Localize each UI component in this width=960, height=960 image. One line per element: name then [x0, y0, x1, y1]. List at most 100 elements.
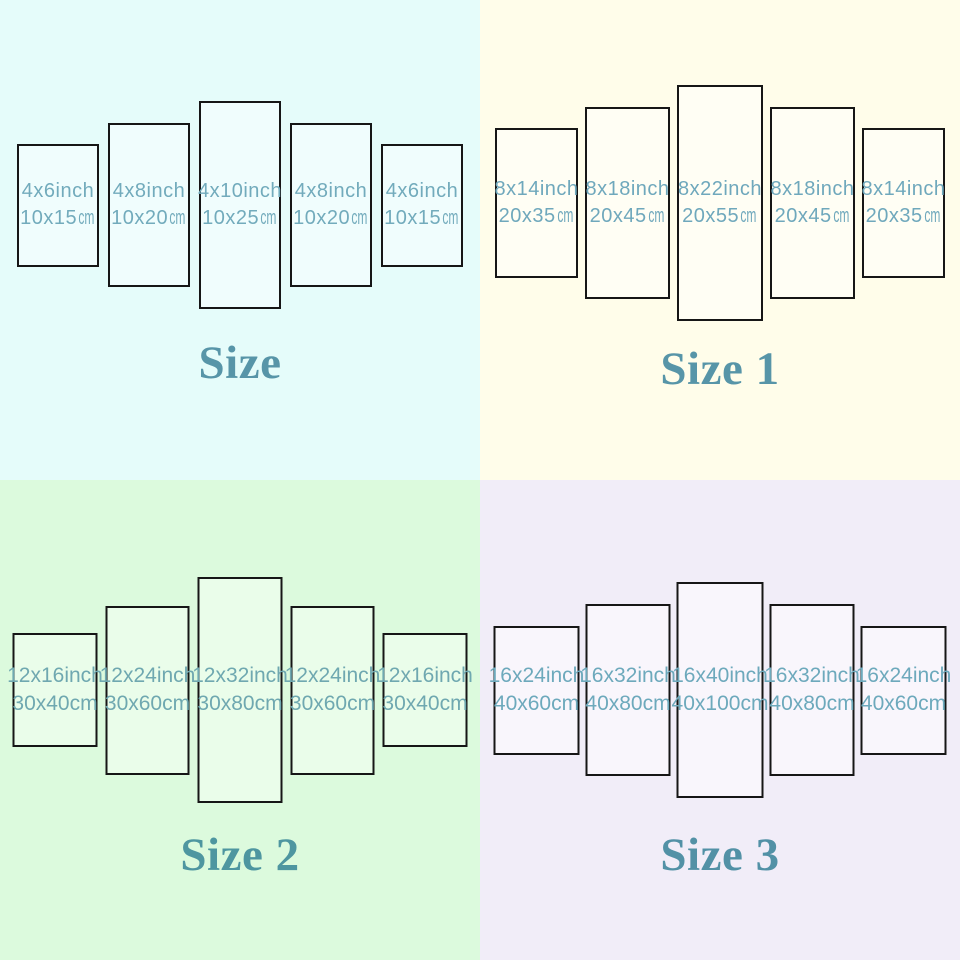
cm-unit: cm [551, 692, 580, 715]
panel-cm-size: 20x55 [682, 205, 740, 227]
panel-cm-size: 40x80 [585, 692, 643, 715]
panel-cm-size: 20x45 [589, 205, 647, 227]
panel: 4x8inch 10x20cm [108, 123, 190, 287]
panel-cm-size: 10x15 [20, 207, 78, 229]
cm-unit: cm [162, 692, 191, 715]
panel: 12x16inch 30x40cm [7, 633, 103, 747]
panel: 12x32inch 30x80cm [192, 577, 288, 803]
panel-inch-size: 16x24inch [855, 663, 952, 687]
panel-size-label: 12x24inch 30x60cm [100, 662, 196, 719]
panel-size-label: 16x40inch 40x100cm [672, 662, 769, 719]
panel-cm-size: 10x20 [111, 207, 169, 229]
panel-size-label: 4x10inch 10x25cm [198, 178, 282, 232]
panel: 4x8inch 10x20cm [290, 123, 372, 287]
panel-size-label: 8x14inch 20x35cm [861, 176, 945, 230]
panel-cm-size: 30x60 [289, 692, 348, 715]
panel: 4x6inch 10x15cm [381, 143, 463, 267]
panel-size-label: 8x18inch 20x45cm [770, 176, 854, 230]
panel: 4x6inch 10x15cm [17, 143, 99, 267]
panel-size-label: 16x24inch 40x60cm [856, 662, 952, 719]
panel-inch-size: 12x16inch [7, 663, 103, 687]
cm-unit: cm [647, 205, 664, 227]
panel-cm-size: 40x100 [671, 692, 741, 715]
panel-cm-size: 40x80 [769, 692, 827, 715]
panel-row: 12x16inch 30x40cm 12x24inch 30x60cm 12x3… [7, 577, 473, 803]
panel-inch-size: 16x32inch [764, 663, 860, 687]
panel-inch-size: 12x24inch [99, 663, 196, 687]
panel-inch-size: 8x18inch [770, 178, 855, 200]
panel: 8x22inch 20x55cm [677, 85, 763, 321]
panel-row: 16x24inch 40x60cm 16x32inch 40x80cm 16x4… [489, 582, 951, 798]
panel-size-label: 4x8inch 10x20cm [293, 178, 369, 232]
panel-size-label: 16x32inch 40x80cm [580, 662, 676, 719]
panel-size-label: 12x24inch 30x60cm [285, 662, 381, 719]
panel-cm-size: 20x45 [774, 205, 832, 227]
cm-unit: cm [826, 692, 855, 715]
panel-inch-size: 4x8inch [112, 180, 186, 202]
panel-inch-size: 12x24inch [284, 663, 381, 687]
quadrant-title: Size 2 [180, 829, 300, 881]
panel: 16x40inch 40x100cm [672, 582, 768, 798]
panel: 12x16inch 30x40cm [377, 633, 473, 747]
cm-unit: cm [254, 692, 283, 715]
panel-cm-size: 30x40 [382, 692, 440, 715]
panel-cm-size: 30x80 [197, 692, 255, 715]
panel-inch-size: 12x32inch [192, 663, 288, 687]
panel-inch-size: 4x6inch [21, 180, 95, 202]
panel: 16x24inch 40x60cm [489, 625, 584, 755]
panel-size-label: 4x6inch 10x15cm [20, 178, 96, 232]
panel-size-label: 4x8inch 10x20cm [111, 178, 187, 232]
quadrant-size-2: 12x16inch 30x40cm 12x24inch 30x60cm 12x3… [0, 480, 480, 960]
panel: 12x24inch 30x60cm [285, 605, 380, 775]
cm-unit: cm [442, 207, 459, 229]
quadrant-size-3: 16x24inch 40x60cm 16x32inch 40x80cm 16x4… [480, 480, 960, 960]
panel-inch-size: 8x22inch [677, 178, 763, 200]
panel: 8x18inch 20x45cm [770, 107, 855, 299]
cm-unit: cm [923, 205, 940, 227]
panel-inch-size: 16x24inch [488, 663, 585, 687]
panel-cm-size: 40x60 [860, 692, 919, 715]
panel-cm-size: 40x60 [493, 692, 552, 715]
panel: 16x24inch 40x60cm [856, 625, 951, 755]
panel-cm-size: 10x20 [293, 207, 351, 229]
cm-unit: cm [918, 692, 947, 715]
cm-unit: cm [439, 692, 468, 715]
cm-unit: cm [169, 207, 186, 229]
panel-inch-size: 12x16inch [377, 663, 473, 687]
cm-unit: cm [740, 692, 769, 715]
panel-size-label: 12x16inch 30x40cm [377, 662, 473, 719]
panel-inch-size: 16x32inch [580, 663, 676, 687]
quadrant-size-1: 8x14inch 20x35cm 8x18inch 20x45cm 8x22in… [480, 0, 960, 480]
panel-cm-size: 20x35 [498, 205, 556, 227]
panel-inch-size: 16x40inch [672, 663, 768, 687]
cm-unit: cm [69, 692, 98, 715]
cm-unit: cm [740, 205, 757, 227]
panel: 16x32inch 40x80cm [580, 604, 676, 776]
panel-size-label: 12x16inch 30x40cm [7, 662, 103, 719]
panel-inch-size: 4x6inch [385, 180, 459, 202]
panel: 8x18inch 20x45cm [585, 107, 670, 299]
panel: 4x10inch 10x25cm [198, 101, 282, 309]
cm-unit: cm [347, 692, 376, 715]
panel-row: 8x14inch 20x35cm 8x18inch 20x45cm 8x22in… [494, 85, 945, 321]
quadrant-title: Size 3 [660, 829, 780, 881]
cm-unit: cm [260, 207, 277, 229]
cm-unit: cm [556, 205, 573, 227]
panel-size-label: 8x22inch 20x55cm [678, 176, 762, 230]
panel-inch-size: 8x14inch [494, 178, 579, 200]
panel: 12x24inch 30x60cm [100, 605, 195, 775]
panel-size-label: 16x32inch 40x80cm [764, 662, 860, 719]
panel: 16x32inch 40x80cm [764, 604, 860, 776]
panel-inch-size: 4x8inch [294, 180, 368, 202]
cm-unit: cm [642, 692, 671, 715]
panel-cm-size: 10x25 [202, 207, 260, 229]
panel-row: 4x6inch 10x15cm 4x8inch 10x20cm 4x10inch… [17, 101, 463, 309]
panel-cm-size: 30x60 [104, 692, 163, 715]
panel: 8x14inch 20x35cm [861, 128, 945, 278]
cm-unit: cm [78, 207, 95, 229]
panel-cm-size: 30x40 [12, 692, 70, 715]
panel-inch-size: 8x14inch [861, 178, 946, 200]
panel-cm-size: 10x15 [384, 207, 442, 229]
panel-inch-size: 4x10inch [197, 180, 283, 202]
